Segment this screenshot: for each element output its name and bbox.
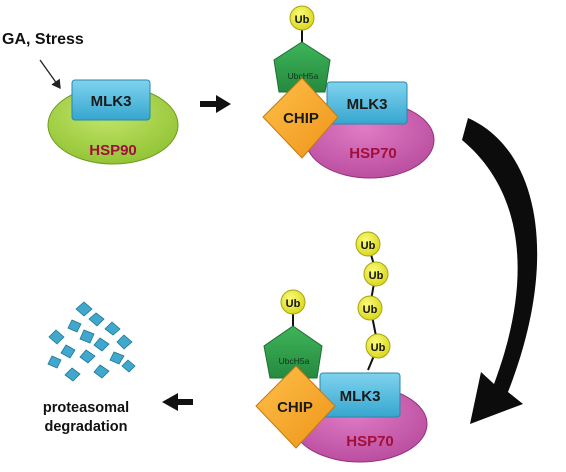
ub-label: Ub bbox=[286, 298, 301, 310]
ub-chain-label: Ub bbox=[361, 240, 376, 252]
chip-label: CHIP bbox=[277, 399, 313, 416]
degraded-fragments bbox=[47, 301, 136, 382]
ub-label: Ub bbox=[295, 14, 310, 26]
ubch5a-label: UbcH5a bbox=[288, 71, 319, 81]
stimulus-arrow bbox=[39, 59, 61, 90]
chip-label: CHIP bbox=[283, 110, 319, 127]
fragment bbox=[93, 337, 110, 352]
mlk3-label: MLK3 bbox=[347, 96, 388, 113]
fragment bbox=[116, 334, 133, 350]
fragment bbox=[64, 367, 81, 382]
ub-chain-label: Ub bbox=[363, 304, 378, 316]
fragment bbox=[79, 349, 96, 364]
outcome-label-line1: proteasomal bbox=[43, 400, 129, 416]
mlk3-label: MLK3 bbox=[340, 388, 381, 405]
fragment bbox=[60, 344, 76, 359]
complex-chip-hsp70: HSP70 Ub UbcH5a MLK3 CHIP bbox=[262, 5, 435, 179]
fragment bbox=[93, 364, 110, 379]
fragment bbox=[109, 351, 125, 365]
hsp70-label: HSP70 bbox=[346, 433, 394, 450]
hsp90-label: HSP90 bbox=[89, 142, 137, 159]
fragment bbox=[104, 321, 121, 336]
ub-circle bbox=[289, 5, 315, 31]
mlk3-box bbox=[326, 81, 408, 125]
mlk3-box bbox=[71, 79, 151, 121]
fragment bbox=[67, 319, 82, 333]
fragment bbox=[88, 312, 105, 327]
ubch5a-label: UbcH5a bbox=[279, 356, 310, 366]
fragment bbox=[121, 359, 136, 373]
step-arrow-2 bbox=[162, 393, 193, 411]
curved-arrow bbox=[462, 118, 538, 424]
chip-diamond bbox=[262, 77, 339, 159]
ub-chain-circle bbox=[363, 261, 389, 287]
mlk3-label: MLK3 bbox=[91, 93, 132, 110]
fragment bbox=[48, 329, 65, 345]
chip-diamond bbox=[255, 365, 336, 449]
outcome-label-line2: degradation bbox=[45, 419, 128, 435]
complex-polyubiquitinated: HSP70 Ub Ub Ub Ub Ub UbcH5a MLK3 CHIP bbox=[255, 231, 428, 463]
ub-circle bbox=[280, 289, 306, 315]
hsp70-label: HSP70 bbox=[349, 145, 397, 162]
ub-chain-label: Ub bbox=[369, 270, 384, 282]
fragment bbox=[75, 301, 93, 317]
stimulus-label: GA, Stress bbox=[2, 31, 84, 48]
fragment bbox=[47, 355, 62, 369]
ub-chain-circle bbox=[357, 295, 383, 321]
step-arrow-1 bbox=[200, 95, 231, 113]
ub-chain-label: Ub bbox=[371, 342, 386, 354]
complex-mlk3-hsp90: HSP90 MLK3 bbox=[47, 79, 179, 165]
ub-chain-circle bbox=[365, 333, 391, 359]
ub-chain-circle bbox=[355, 231, 381, 257]
fragment bbox=[79, 329, 95, 344]
